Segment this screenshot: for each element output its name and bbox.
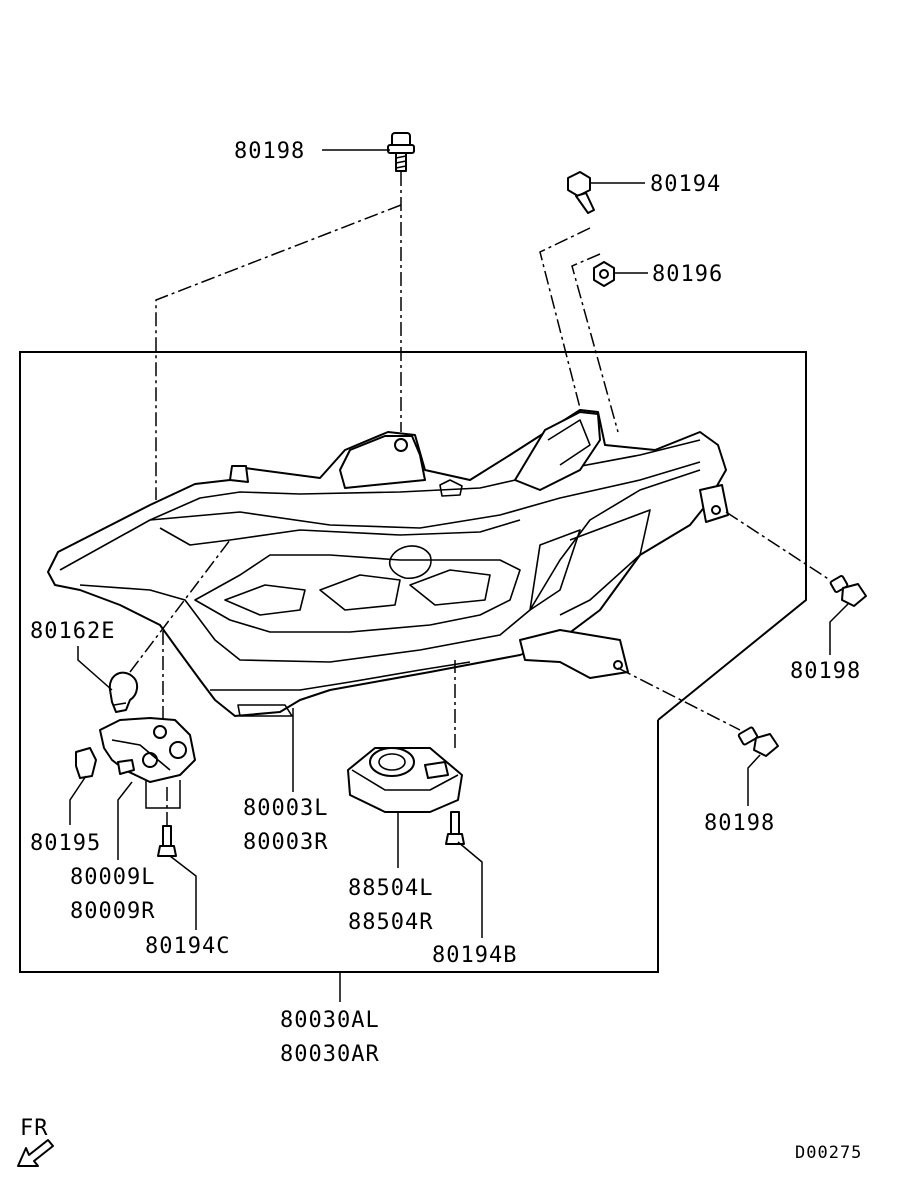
ballast-88504-icon (347, 747, 463, 813)
leader-80194b (457, 841, 483, 938)
leader-80198-lower (747, 754, 761, 806)
label-80198-lower: 80198 (704, 811, 775, 836)
guide-line-80198-left (155, 204, 402, 500)
leader-80162e (77, 646, 113, 691)
guide-line-80196 (571, 253, 619, 433)
label-80003l: 80003L (243, 796, 328, 821)
label-80009l: 80009L (70, 865, 155, 890)
clip-80195-icon (75, 747, 97, 779)
guide-line-80198-right (725, 511, 831, 581)
screw-80194c-icon (157, 825, 177, 857)
guide-line-80162e (129, 539, 231, 673)
assembly-frame (19, 351, 807, 973)
leader-80195 (69, 775, 87, 825)
headlamp-housing (47, 409, 729, 717)
leader-80194c (169, 855, 197, 930)
leader-80009 (117, 781, 133, 860)
leader-80009-branch (145, 780, 181, 809)
front-arrow-icon (17, 1139, 54, 1167)
label-80030al: 80030AL (280, 1008, 380, 1033)
front-direction-label: FR (20, 1116, 49, 1141)
label-80162e: 80162E (30, 619, 115, 644)
label-80198-top: 80198 (234, 139, 305, 164)
bolt-80198-top-icon (387, 132, 415, 172)
screw-80194b-icon (445, 811, 465, 845)
label-80003r: 80003R (243, 830, 328, 855)
guide-line-80198-lower (617, 667, 741, 731)
label-80194b: 80194B (432, 943, 517, 968)
label-88504r: 88504R (348, 910, 433, 935)
bulb-80162e-icon (108, 671, 138, 713)
diagram-code: D00275 (795, 1143, 862, 1163)
leader-80198-right (829, 603, 849, 655)
bolt-80198-right-icon (829, 575, 867, 607)
label-88504l: 88504L (348, 876, 433, 901)
socket-80009-icon (99, 717, 196, 783)
label-80198-right: 80198 (790, 659, 861, 684)
label-80194: 80194 (650, 172, 721, 197)
label-80195: 80195 (30, 831, 101, 856)
nut-80196-icon (593, 261, 615, 287)
label-80194c: 80194C (145, 934, 230, 959)
guide-line-80194 (539, 227, 591, 409)
label-80009r: 80009R (70, 899, 155, 924)
bolt-80198-lower-icon (737, 726, 779, 757)
label-80030ar: 80030AR (280, 1042, 380, 1067)
screw-80194-icon (567, 171, 595, 214)
label-80196: 80196 (652, 262, 723, 287)
